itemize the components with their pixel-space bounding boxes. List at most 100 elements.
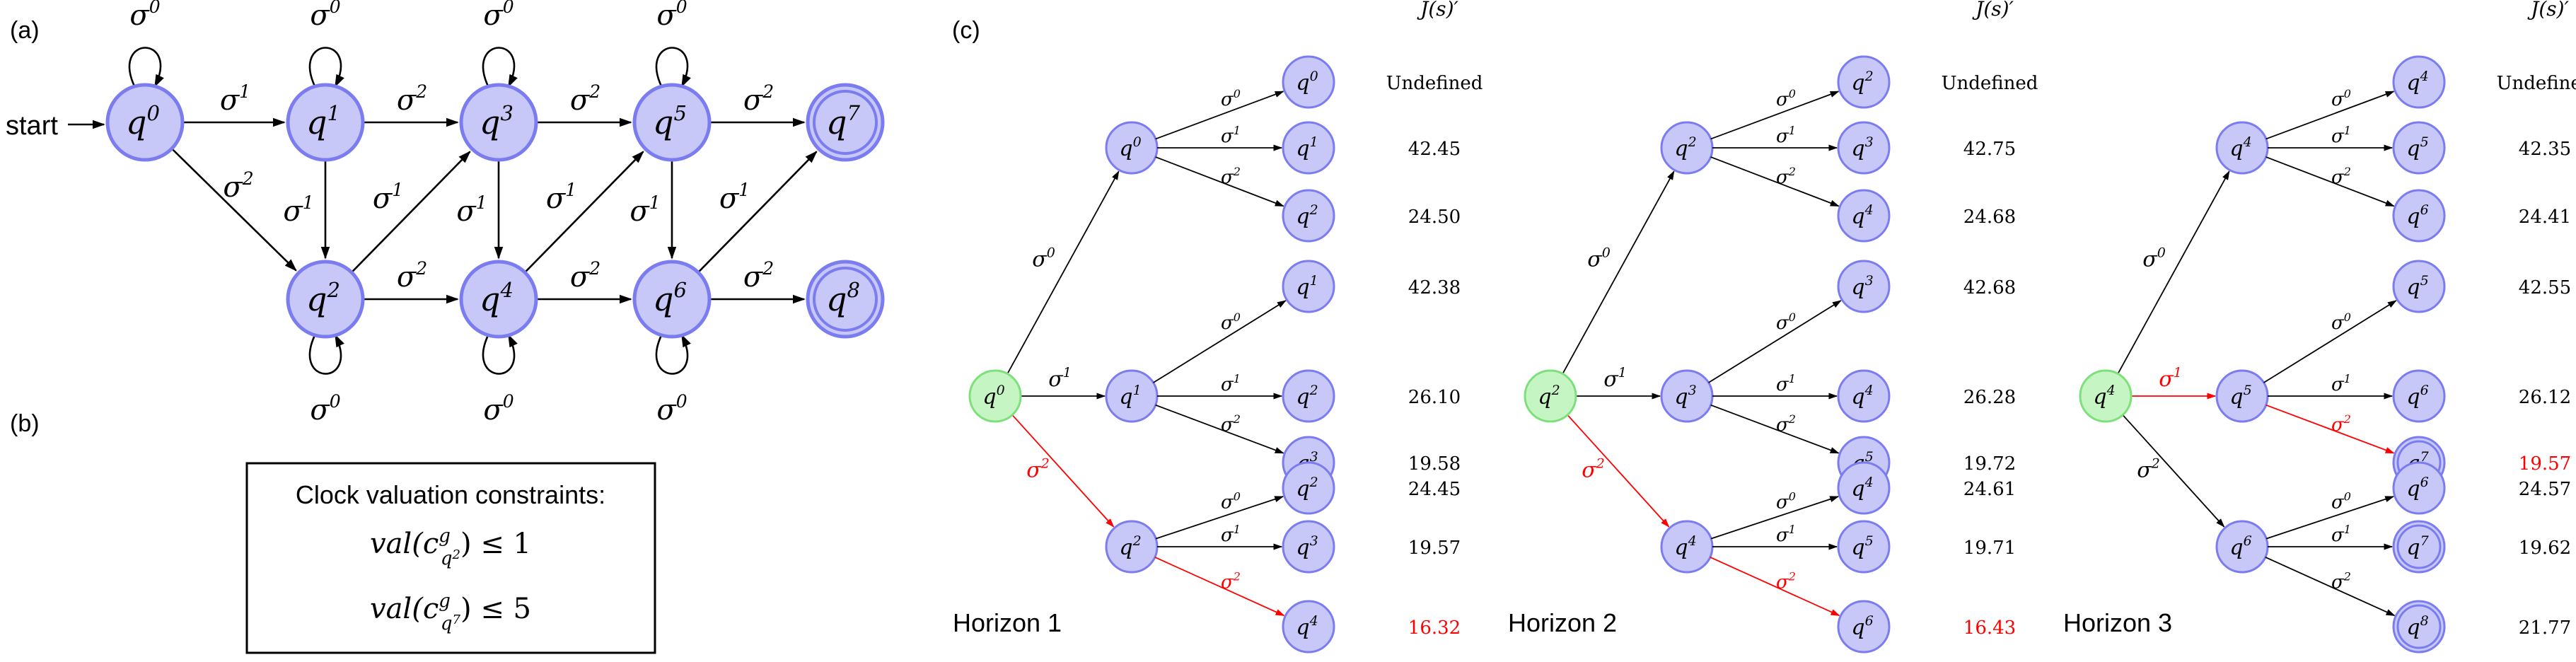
leaf-node: q2 [1837,55,1891,109]
branch-edge-1 [1006,170,1120,374]
leaf-action-label: σ0 [1776,87,1796,110]
cost-value: 19.57 [2519,453,2571,475]
edge-label-q3-q3: σ0 [483,0,514,32]
leaf-action-label: σ1 [2331,124,2351,147]
cost-value: 19.57 [1408,538,1461,559]
accepting-ring [813,90,878,155]
leaf-edge [2263,300,2397,383]
root-node: q4 [2079,369,2133,423]
state-circle [632,83,712,162]
cost-header: J(s)′ [2527,0,2569,21]
leaf-state-label: q1 [1296,273,1318,300]
edge-label-q6-q6: σ0 [656,391,687,426]
leaf-node: q4 [1282,600,1335,654]
branch-action-label: σ2 [1582,456,1605,483]
cost-value: Undefined [1386,73,1483,94]
edge-label-q3-q5: σ2 [570,81,601,117]
branch-edge-1 [1562,170,1675,374]
cost-value: 24.61 [1963,479,2016,500]
branch-state-label: q2 [1674,134,1696,161]
cost-value: 42.38 [1408,277,1461,298]
leaf-action-label: σ0 [1221,310,1241,334]
constraints-title: Clock valuation constraints: [296,480,605,509]
state-circle [459,260,538,339]
leaf-edge [1155,156,1284,207]
state-circle [1837,55,1891,109]
leaf-edge [2265,91,2395,140]
leaf-state-label: q2 [1296,383,1318,410]
leaf-edge [1155,404,1284,454]
state-circle [286,83,365,162]
state-q8: q8 [806,260,885,339]
leaf-state-label: q1 [1296,134,1318,161]
accepting-ring [2396,524,2442,569]
branch-action-label: σ1 [1603,365,1627,392]
state-circle [459,83,538,162]
state-circle [632,260,712,339]
leaf-action-label: σ2 [1776,570,1796,593]
state-circle [2392,189,2446,243]
branch-node: q2 [1105,520,1159,574]
state-q7: q7 [806,83,885,162]
state-q0: q0 [105,83,185,162]
self-loop-q0 [128,47,164,88]
state-circle [2392,369,2446,423]
leaf-state-label: q2 [1296,475,1318,501]
cost-value: 42.45 [1408,139,1461,160]
branch-state-label: q2 [1119,533,1141,560]
leaf-action-label: σ2 [1221,165,1241,188]
leaf-node: q5 [2392,260,2446,313]
leaf-state-label: q3 [1851,273,1873,300]
leaf-edge [1155,496,1284,540]
edge-label-q1-q2: σ1 [283,192,313,228]
branch-edge-3 [2122,414,2225,528]
leaf-node: q3 [1282,520,1335,574]
state-label-q5: q5 [653,101,687,141]
leaf-state-label: q2 [1296,202,1318,229]
state-q6: q6 [632,260,712,339]
state-circle [2392,55,2446,109]
cost-value: 19.71 [1963,538,2016,559]
cost-value: Undefined [1942,73,2038,94]
edge-label-q6-q8: σ2 [743,258,774,294]
accepting-ring [2396,604,2442,649]
state-label-q0: q0 [126,101,160,141]
branch-action-label: σ2 [2137,456,2160,483]
leaf-edge [1710,404,1840,454]
cost-value: 19.58 [1408,453,1461,475]
leaf-action-label: σ2 [2331,412,2351,436]
leaf-action-label: σ2 [1221,570,1241,593]
leaf-state-label: q4 [2406,69,2428,95]
leaf-edge [1710,496,1840,540]
root-circle [968,369,1022,423]
branch-state-label: q0 [1119,134,1141,161]
cost-value: 26.12 [2519,387,2571,408]
leaf-state-label: q3 [1851,134,1873,161]
cost-value: 42.75 [1963,139,2016,160]
state-circle [1282,600,1335,654]
state-q2: q2 [286,260,365,339]
cost-value: 42.35 [2519,139,2571,160]
cost-value: 42.68 [1963,277,2016,298]
leaf-edge [2265,557,2396,617]
state-label-q7: q7 [826,101,860,141]
self-loop-q3 [482,47,518,88]
leaf-action-label: σ1 [1221,372,1241,395]
state-label-q1: q1 [306,101,340,141]
edge-label-q6-q7: σ1 [719,180,750,215]
state-circle [1837,600,1891,654]
leaf-state-label: q4 [1851,383,1873,410]
leaf-action-label: σ0 [1776,310,1796,334]
leaf-action-label: σ1 [2331,523,2351,546]
leaf-node: q4 [1837,189,1891,243]
leaf-edge [1155,91,1284,140]
leaf-action-label: σ2 [1776,165,1796,188]
leaf-state-label: q5 [2406,273,2428,300]
edge-label-q2-q2: σ0 [310,391,340,426]
cost-value: 24.50 [1408,207,1461,228]
